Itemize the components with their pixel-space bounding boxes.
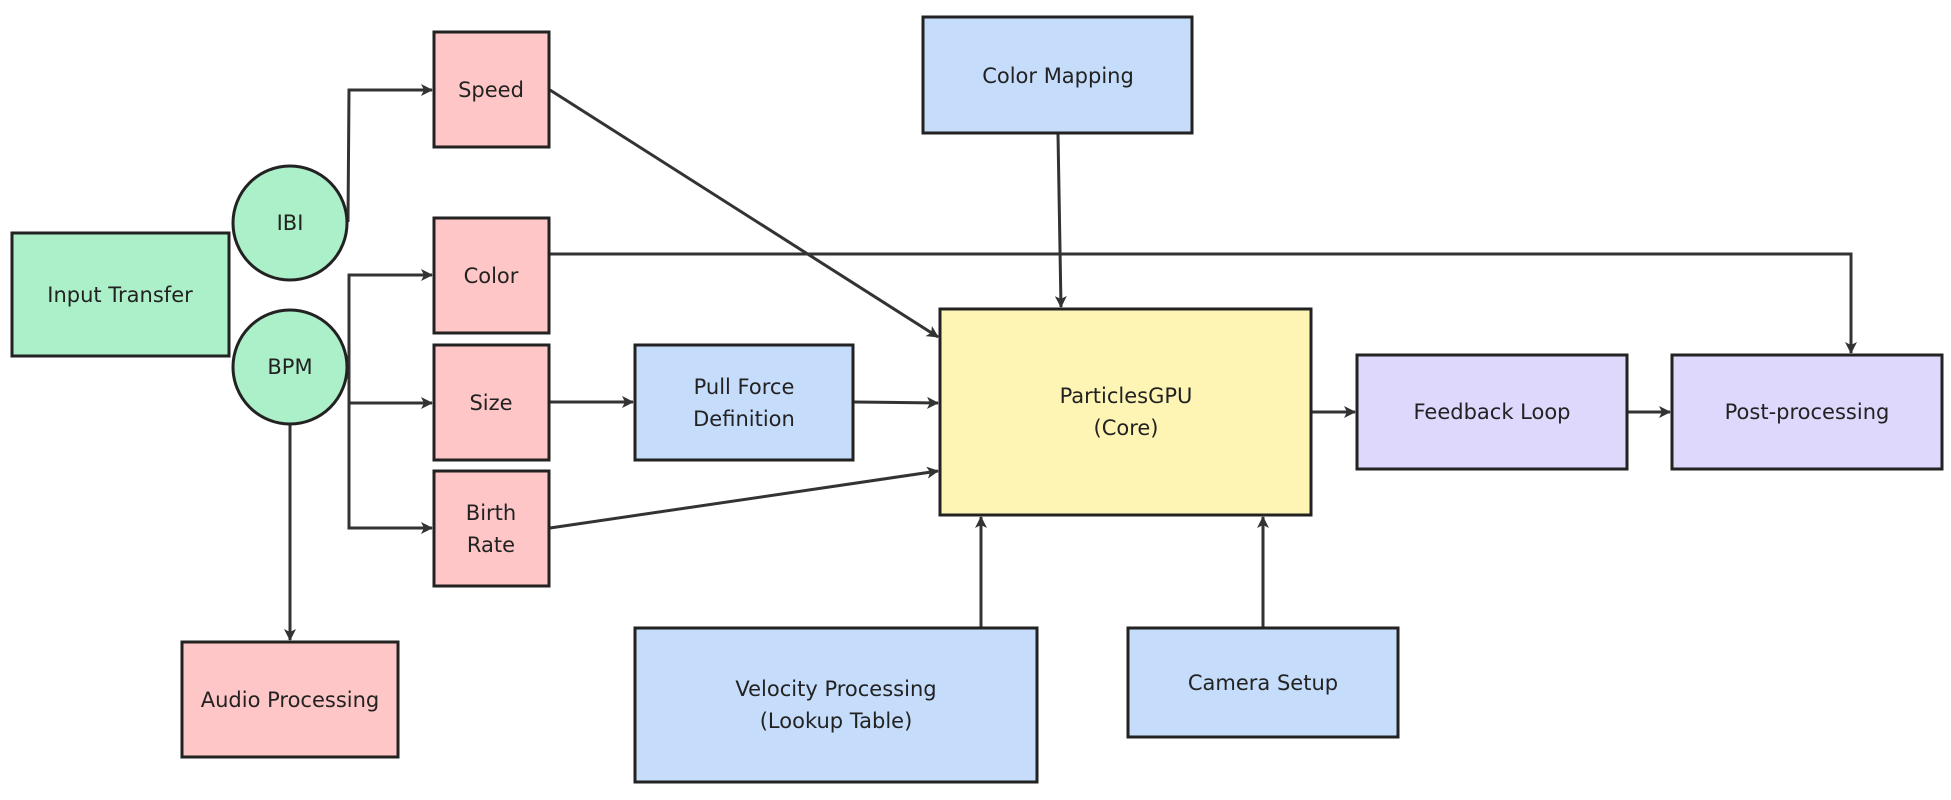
edge-ibi-to-speed: [346, 84, 433, 223]
node-label: Camera Setup: [1188, 671, 1338, 695]
node-label: Color Mapping: [982, 64, 1134, 88]
node-velocity-processing[interactable]: Velocity Processing (Lookup Table): [633, 626, 1039, 784]
node-label-line: Input Transfer: [47, 283, 193, 307]
edge-bpm-to-color: [347, 269, 433, 367]
node-label: IBI: [277, 211, 304, 235]
node-label-line: Birth: [466, 501, 516, 525]
node-label: Size: [469, 391, 512, 415]
node-label: Speed: [458, 78, 524, 102]
edge-bpm-to-size: [347, 367, 433, 409]
node-label-line: Velocity Processing: [735, 677, 936, 701]
node-label-line: Color: [464, 264, 519, 288]
node-bpm[interactable]: BPM: [231, 308, 349, 426]
node-label-line: Color Mapping: [982, 64, 1134, 88]
edge-color-mapping-to-particles: [1054, 133, 1067, 308]
node-ibi[interactable]: IBI: [231, 164, 349, 282]
edge-speed-to-particles: [549, 88, 939, 339]
node-label-line: ParticlesGPU: [1060, 384, 1193, 408]
node-label-line: Rate: [467, 533, 515, 557]
node-particles-gpu[interactable]: ParticlesGPU (Core): [938, 307, 1313, 517]
node-label-line: Speed: [458, 78, 524, 102]
node-label-line: Audio Processing: [201, 688, 380, 712]
edge-bpm-to-birth-rate: [347, 403, 433, 534]
node-label: Post-processing: [1725, 400, 1890, 424]
node-camera-setup[interactable]: Camera Setup: [1126, 626, 1400, 739]
node-label-line: BPM: [267, 355, 312, 379]
node-color-mapping[interactable]: Color Mapping: [921, 15, 1194, 135]
node-label-line: IBI: [277, 211, 304, 235]
node-label: Input Transfer: [47, 283, 193, 307]
node-label-line: Size: [469, 391, 512, 415]
node-label-line: Feedback Loop: [1413, 400, 1570, 424]
node-color[interactable]: Color: [432, 216, 551, 335]
edge-birth-rate-to-particles: [549, 466, 939, 530]
node-label: Velocity Processing (Lookup Table): [735, 677, 936, 733]
node-label: Feedback Loop: [1413, 400, 1570, 424]
node-label: ParticlesGPU (Core): [1060, 384, 1193, 440]
node-size[interactable]: Size: [432, 343, 551, 462]
node-audio-processing[interactable]: Audio Processing: [180, 640, 400, 759]
node-label-line: Camera Setup: [1188, 671, 1338, 695]
node-feedback-loop[interactable]: Feedback Loop: [1355, 353, 1629, 471]
node-label: Color: [464, 264, 519, 288]
node-post-processing[interactable]: Post-processing: [1670, 353, 1944, 471]
node-speed[interactable]: Speed: [432, 30, 551, 149]
node-label: BPM: [267, 355, 312, 379]
edges: [284, 84, 1857, 641]
node-label-line: Pull Force: [694, 375, 795, 399]
edge-pull-force-to-particles: [853, 396, 939, 409]
node-label-line: Definition: [693, 407, 795, 431]
node-input-transfer[interactable]: Input Transfer: [10, 231, 231, 358]
node-label-line: (Core): [1094, 416, 1159, 440]
node-label-line: Post-processing: [1725, 400, 1890, 424]
edge-color-to-post-processing: [550, 252, 1857, 354]
node-label: Audio Processing: [201, 688, 380, 712]
node-label-line: (Lookup Table): [760, 709, 913, 733]
